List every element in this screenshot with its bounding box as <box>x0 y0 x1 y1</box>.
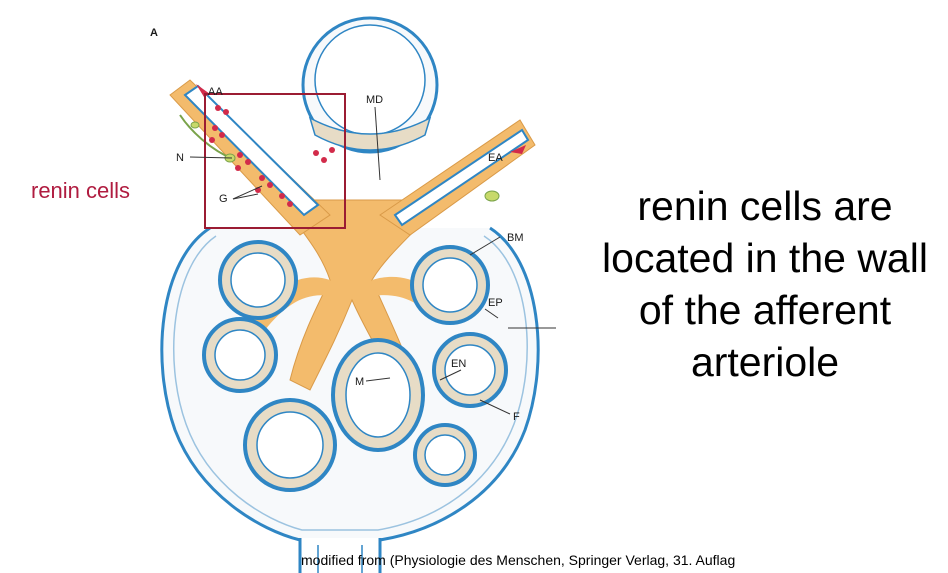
label-m: M <box>355 376 364 388</box>
macula-densa-tubule <box>303 18 437 152</box>
renin-cells-label: renin cells <box>31 178 130 204</box>
capillary-loop <box>434 334 506 406</box>
capillary-loop <box>415 425 475 485</box>
label-ea: EA <box>488 152 503 164</box>
capillary-loop <box>333 340 423 450</box>
label-aa: AA <box>208 86 223 98</box>
label-g: G <box>219 193 228 205</box>
label-md: MD <box>366 94 383 106</box>
label-ep: EP <box>488 297 503 309</box>
renin-location-statement: renin cells are located in the wall of t… <box>590 180 940 388</box>
source-citation: modified from (Physiologie des Menschen,… <box>301 552 735 568</box>
capillary-loop <box>412 247 488 323</box>
capillary-loop <box>220 242 296 318</box>
capillary-loop <box>245 400 335 490</box>
panel-label: A <box>150 27 158 39</box>
capillary-loop <box>204 319 276 391</box>
label-en: EN <box>451 358 466 370</box>
label-f: F <box>513 411 520 423</box>
label-n: N <box>176 152 184 164</box>
vesicle <box>485 191 499 201</box>
label-bm: BM <box>507 232 524 244</box>
